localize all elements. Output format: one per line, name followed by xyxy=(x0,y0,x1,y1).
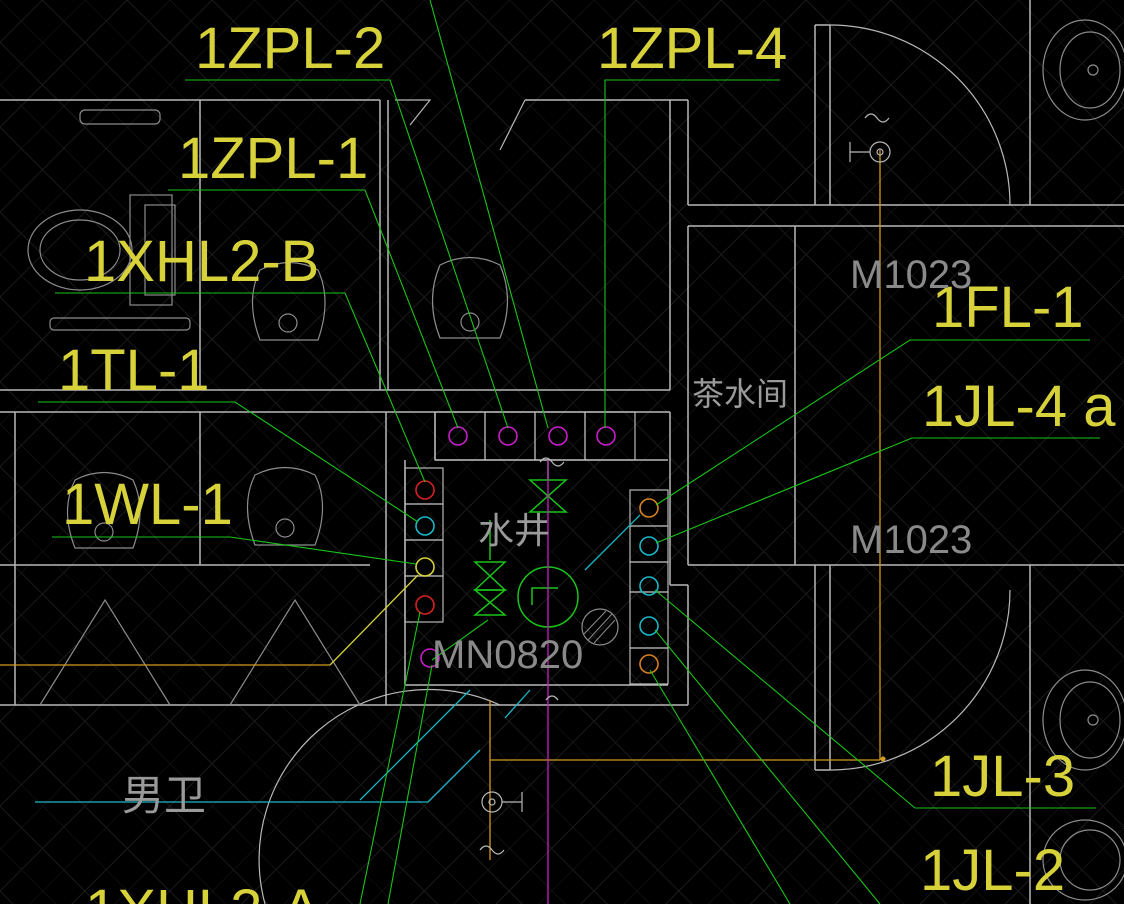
riser-bottom xyxy=(420,648,440,668)
leader-jl4a xyxy=(655,437,1100,544)
riser-jl2 xyxy=(639,616,659,636)
label-zpl4: 1ZPL-4 xyxy=(597,16,787,81)
leader-xhl2b xyxy=(55,292,426,483)
leader-jl3 xyxy=(654,589,1096,809)
riser-zpl4 xyxy=(596,426,616,446)
label-xhl2a: 1XHL2-A xyxy=(85,878,321,904)
door-swings xyxy=(258,24,1011,904)
riser-xhl2a xyxy=(415,595,435,615)
leader-lines xyxy=(38,0,1100,904)
tap-symbols xyxy=(479,113,891,855)
squat-pan-3 xyxy=(66,471,141,549)
label-tea-room: 茶水间 xyxy=(692,375,788,413)
pipe-runs xyxy=(0,150,881,904)
squat-pan-4 xyxy=(246,466,324,546)
riser-wl1 xyxy=(415,557,435,577)
riser-jl4a xyxy=(639,536,659,556)
floor-drain-hatch xyxy=(583,610,616,644)
leader-jl2 xyxy=(654,629,881,904)
gate-valve-icon xyxy=(528,479,568,513)
label-zpl2: 1ZPL-2 xyxy=(195,16,385,81)
label-zpl1: 1ZPL-1 xyxy=(178,126,368,191)
squat-pan-1 xyxy=(251,261,326,341)
label-jl2: 1JL-2 xyxy=(920,838,1065,903)
leader-zpl4 xyxy=(604,79,780,428)
pipe-junction xyxy=(880,756,886,762)
label-jl3: 1JL-3 xyxy=(930,744,1075,809)
door-labels: M1023 M1023 MN0820 xyxy=(432,253,972,677)
leader-xhl2a xyxy=(359,611,421,904)
wash-basin-1 xyxy=(1042,19,1124,121)
label-door-shaft: MN0820 xyxy=(432,633,583,677)
wash-basin-2 xyxy=(1042,669,1124,771)
floor-drain-icon xyxy=(581,608,619,646)
label-door-lower: M1023 xyxy=(850,518,972,562)
leader-vent xyxy=(649,669,791,904)
riser-vent xyxy=(639,654,659,674)
wash-basin-3 xyxy=(1042,819,1124,901)
riser-zpl3 xyxy=(548,426,568,446)
leader-tl1 xyxy=(38,401,419,523)
pipe-labels: 1ZPL-2 1ZPL-4 1ZPL-1 1XHL2-B 1TL-1 1WL-1… xyxy=(58,16,1116,904)
leader-zpl1 xyxy=(168,189,459,429)
toilet-bowl xyxy=(27,209,133,291)
label-door-upper: M1023 xyxy=(850,253,972,297)
fixtures xyxy=(27,19,1124,901)
riser-fl1 xyxy=(639,498,659,518)
leader-zpl3 xyxy=(429,0,549,429)
leader-fl1 xyxy=(655,339,1090,506)
leader-wl1 xyxy=(52,536,417,565)
label-jl4a: 1JL-4 a xyxy=(922,374,1116,439)
label-wl1: 1WL-1 xyxy=(62,472,233,537)
squat-pan-2 xyxy=(431,256,509,339)
leader-zpl2 xyxy=(185,79,509,429)
label-tl1: 1TL-1 xyxy=(58,338,210,403)
riser-boxes xyxy=(404,411,669,685)
leader-bottom xyxy=(387,664,433,904)
label-xhl2b: 1XHL2-B xyxy=(84,229,319,294)
riser-pipes xyxy=(415,426,659,674)
label-water-shaft: 水井 xyxy=(478,511,550,552)
label-mens-toilet: 男卫 xyxy=(122,771,206,820)
riser-jl3 xyxy=(639,576,659,596)
room-labels: 茶水间 男卫 水井 xyxy=(122,375,788,820)
riser-tl1 xyxy=(415,516,435,536)
label-fl1: 1FL-1 xyxy=(932,275,1084,340)
